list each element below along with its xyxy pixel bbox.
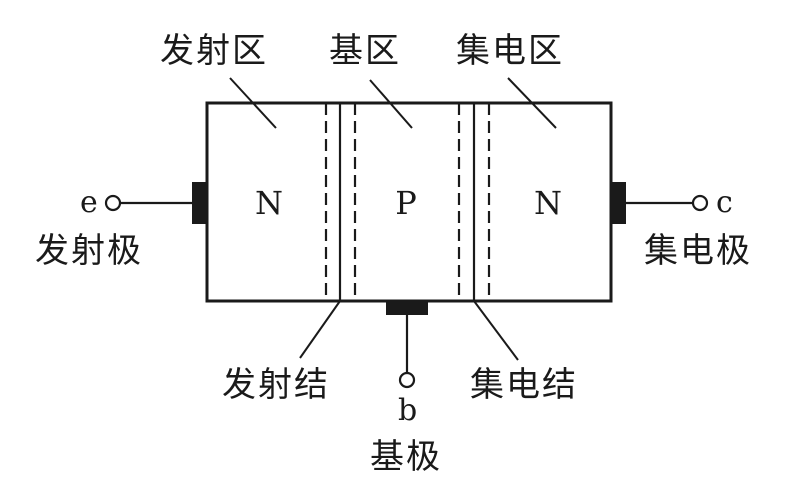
base-doping-label: P: [395, 184, 417, 222]
emitter-terminal-letter: e: [80, 185, 98, 220]
collector-terminal-name: 集电极: [644, 231, 752, 271]
base-region-label: 基区: [329, 31, 401, 71]
collector-junction-label: 集电结: [470, 365, 578, 405]
emitter-terminal-name: 发射极: [35, 231, 143, 271]
emitter-junction-lines: [324, 103, 357, 301]
collector-electrode: [611, 182, 626, 224]
emitter-doping-label: N: [255, 184, 283, 222]
emitter-region-leader: [229, 77, 277, 129]
emitter-junction-leader: [299, 300, 341, 359]
collector-terminal-circle: [691, 194, 709, 212]
base-terminal-name: 基极: [370, 437, 442, 477]
emitter-electrode: [192, 182, 207, 224]
base-terminal-circle: [398, 371, 416, 389]
base-terminal-letter: b: [398, 393, 417, 428]
collector-terminal-letter: c: [716, 185, 733, 220]
collector-region-label: 集电区: [456, 31, 564, 71]
collector-doping-label: N: [534, 184, 562, 222]
collector-junction-leader: [473, 300, 519, 361]
emitter-region-label: 发射区: [160, 31, 268, 71]
base-region-leader: [369, 79, 413, 129]
base-electrode: [386, 301, 428, 315]
emitter-terminal-circle: [104, 194, 122, 212]
collector-junction-lines: [457, 103, 491, 301]
collector-region-leader: [507, 77, 557, 129]
emitter-junction-label: 发射结: [222, 365, 330, 405]
